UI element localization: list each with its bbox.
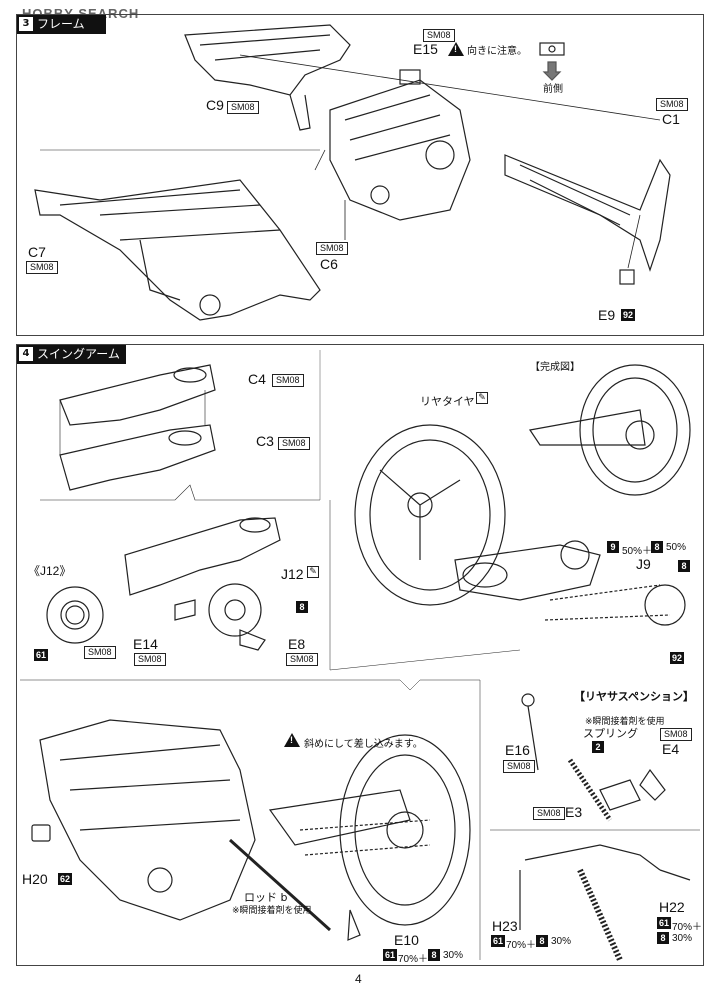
part-c6-tag: SM08 xyxy=(316,242,348,255)
step-3-frame xyxy=(16,14,704,336)
part-e14: E14 xyxy=(133,636,158,652)
part-e10: E10 xyxy=(394,932,419,948)
part-j9-chip: 8 xyxy=(678,560,690,572)
part-c4: C4 xyxy=(248,371,266,387)
rear-suspension-note: ※瞬間接着剤を使用 xyxy=(585,717,665,727)
e10-mix-pct-2: 30% xyxy=(443,950,464,961)
part-c1-tag: SM08 xyxy=(656,98,688,111)
step-3-number: 3 xyxy=(19,17,33,31)
rear-suspension-title: 【リヤサスペンション】 xyxy=(574,690,695,703)
mix-a-pct: 50%＋ xyxy=(622,546,653,557)
step-4-title: スイングアーム xyxy=(37,347,120,361)
j12-disc-tag: SM08 xyxy=(84,646,116,659)
h23-pct-2: 30% xyxy=(551,936,572,947)
j12-disc-chip: 61 xyxy=(34,649,49,661)
j12-header: 《J12》 xyxy=(28,564,72,578)
h23-chip-2: 8 xyxy=(536,935,548,947)
step-4-frame xyxy=(16,344,704,966)
part-c3-tag: SM08 xyxy=(278,437,310,450)
rear-suspension-diagram xyxy=(490,693,700,962)
spring-chip: 2 xyxy=(592,741,604,753)
part-e3: E3 xyxy=(565,804,583,820)
part-c7-tag: SM08 xyxy=(26,261,58,274)
mix-a-chip: 9 xyxy=(607,541,619,553)
frame-diagram xyxy=(34,24,671,321)
part-c9: C9 xyxy=(206,97,224,113)
step-3-header: 3 フレーム xyxy=(16,14,106,34)
part-h20-chip: 62 xyxy=(58,873,73,885)
mix-b-pct: 50% xyxy=(666,542,687,553)
part-c9-tag: SM08 xyxy=(227,101,259,114)
part-e15-note: 向きに注意。 xyxy=(467,46,527,57)
part-c7: C7 xyxy=(28,244,46,260)
swingarm-diagram xyxy=(40,350,321,651)
rear-assembly-diagram xyxy=(20,679,481,960)
h22-pct-1: 70%＋ xyxy=(672,922,703,933)
diagonal-insert-note: 斜めにして差し込みます。 xyxy=(304,739,423,750)
rear-tire-label: リヤタイヤ xyxy=(420,395,475,408)
part-c6: C6 xyxy=(320,256,338,272)
h22-chip-2: 8 xyxy=(657,932,669,944)
part-c1: C1 xyxy=(662,111,680,127)
diag-warning-icon xyxy=(284,733,300,747)
part-e8: E8 xyxy=(288,636,306,652)
front-side-label: 前側 xyxy=(543,84,563,95)
part-j12-chip: 8 xyxy=(296,601,308,613)
page-number: 4 xyxy=(355,972,362,986)
no-paint-icon: ✎ xyxy=(307,566,319,578)
part-e4-tag: SM08 xyxy=(660,728,692,741)
complete-view-label: 【完成図】 xyxy=(530,362,580,373)
e10-mix-pct-1: 70%＋ xyxy=(398,954,429,965)
part-j9: J9 xyxy=(636,556,651,572)
step-3-title: フレーム xyxy=(37,17,85,31)
part-e9: E9 xyxy=(598,307,616,323)
part-e14-tag: SM08 xyxy=(134,653,166,666)
rod-b-label: ロッド b xyxy=(244,891,288,904)
part-c4-tag: SM08 xyxy=(272,374,304,387)
part-h20: H20 xyxy=(22,871,48,887)
h23-chip-1: 61 xyxy=(491,935,506,947)
h22-pct-2: 30% xyxy=(672,933,693,944)
mix-b-chip: 8 xyxy=(651,541,663,553)
part-j9-chip-2: 92 xyxy=(670,652,685,664)
step-4-number: 4 xyxy=(19,347,33,361)
complete-view-diagram xyxy=(329,364,691,671)
part-e4: E4 xyxy=(662,741,680,757)
part-h22: H22 xyxy=(659,899,685,915)
rear-tire-no-paint-icon: ✎ xyxy=(476,392,488,404)
e10-mix-chip-1: 61 xyxy=(383,949,398,961)
part-c3: C3 xyxy=(256,433,274,449)
part-e15-tag: SM08 xyxy=(423,29,455,42)
h23-pct-1: 70%＋ xyxy=(506,940,537,951)
part-e3-tag: SM08 xyxy=(533,807,565,820)
spring-label: スプリング xyxy=(583,727,638,740)
part-e16: E16 xyxy=(505,742,530,758)
part-e9-chip: 92 xyxy=(621,309,636,321)
h22-chip-1: 61 xyxy=(657,917,672,929)
part-e8-tag: SM08 xyxy=(286,653,318,666)
rod-b-note: ※瞬間接着剤を使用 xyxy=(232,906,312,916)
part-e15: E15 xyxy=(413,41,438,57)
step-4-header: 4 スイングアーム xyxy=(16,344,126,364)
e10-mix-chip-2: 8 xyxy=(428,949,440,961)
part-e16-tag: SM08 xyxy=(503,760,535,773)
warning-icon xyxy=(448,42,464,56)
part-h23: H23 xyxy=(492,918,518,934)
part-j12: J12 xyxy=(281,566,304,582)
